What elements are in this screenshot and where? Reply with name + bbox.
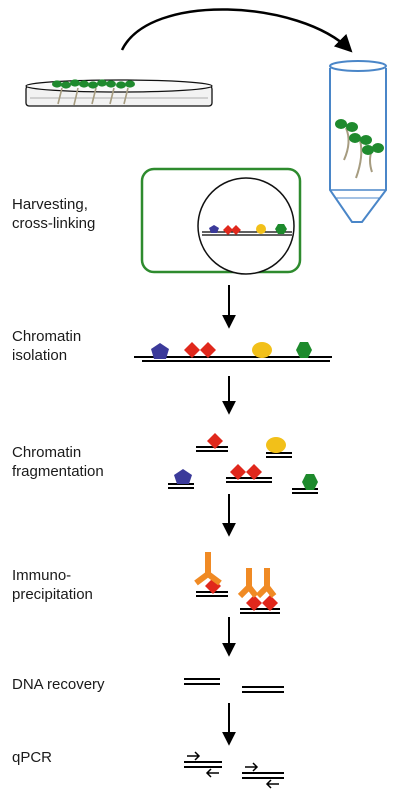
step-label-chromatin-isolation: Chromatin isolation [12, 328, 82, 364]
ip-proteins [205, 578, 278, 611]
diamond-protein [184, 342, 200, 358]
diamond-protein [200, 342, 216, 358]
chromatin-isolation-dna [134, 356, 332, 362]
diamond-protein [230, 464, 246, 480]
diamond-protein [246, 464, 262, 480]
antibody-3 [255, 568, 277, 599]
recovered-dna [184, 678, 284, 693]
step-label-dna-recovery: DNA recovery [12, 676, 105, 693]
diamond-protein [207, 433, 223, 449]
antibodies [194, 552, 277, 599]
reverse-primer [265, 779, 279, 789]
pentagon-protein [174, 469, 192, 484]
ip-dna [196, 591, 280, 614]
step-label-chromatin-fragmentation: Chromatin fragmentation [12, 444, 104, 480]
antibody-2 [237, 568, 259, 599]
transfer-arrow [120, 8, 353, 53]
seedlings-in-dish [52, 79, 135, 106]
nucleus-box [140, 167, 302, 275]
forward-primer [187, 751, 201, 761]
diamond-protein [246, 595, 262, 611]
chromatin-isolation-proteins [151, 342, 312, 359]
step-label-harvesting: Harvesting, cross-linking [12, 196, 96, 232]
hexagon-protein [302, 474, 318, 490]
circle-protein [266, 437, 286, 453]
seedlings-in-tube [335, 119, 384, 179]
step-label-immunoprecipitation: Immuno- precipitation [12, 567, 93, 603]
reverse-primer [205, 768, 219, 778]
qpcr-primers [187, 751, 279, 789]
fragmentation-dna [168, 446, 318, 494]
fragmentation-proteins [174, 433, 318, 490]
pentagon-protein [151, 343, 169, 359]
antibody-1 [194, 552, 222, 586]
qpcr-dna [184, 761, 284, 779]
diamond-protein [262, 595, 278, 611]
step-label-qpcr: qPCR [12, 749, 53, 766]
nucleus-proteins [209, 224, 287, 235]
falcon-tube [329, 60, 387, 223]
circle-protein [252, 342, 272, 358]
forward-primer [245, 762, 259, 772]
hexagon-protein [296, 342, 312, 358]
